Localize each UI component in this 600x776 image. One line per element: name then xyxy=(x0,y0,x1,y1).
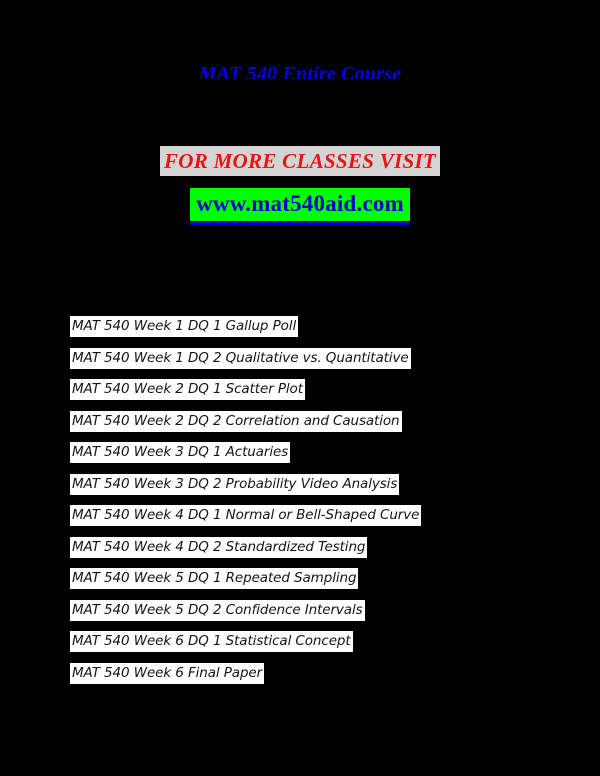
list-item-label: MAT 540 Week 2 DQ 2 Correlation and Caus… xyxy=(70,410,402,432)
promo-url-row: www.mat540aid.com xyxy=(0,188,600,225)
title-text: MAT 540 Entire Course xyxy=(198,63,402,85)
course-item-list: MAT 540 Week 1 DQ 1 Gallup Poll MAT 540 … xyxy=(70,310,530,688)
list-item: MAT 540 Week 5 DQ 1 Repeated Sampling xyxy=(70,562,530,594)
list-item-label: MAT 540 Week 3 DQ 2 Probability Video An… xyxy=(70,473,400,495)
list-item-label: MAT 540 Week 1 DQ 2 Qualitative vs. Quan… xyxy=(70,347,411,369)
list-item-label: MAT 540 Week 4 DQ 2 Standardized Testing xyxy=(70,536,368,558)
list-item: MAT 540 Week 1 DQ 1 Gallup Poll xyxy=(70,310,530,342)
list-item: MAT 540 Week 4 DQ 2 Standardized Testing xyxy=(70,531,530,563)
list-item: MAT 540 Week 5 DQ 2 Confidence Intervals xyxy=(70,594,530,626)
promo-heading-row: FOR MORE CLASSES VISIT xyxy=(0,146,600,176)
list-item-label: MAT 540 Week 6 Final Paper xyxy=(70,662,265,684)
list-item-label: MAT 540 Week 3 DQ 1 Actuaries xyxy=(70,442,291,463)
promo-url-text[interactable]: www.mat540aid.com xyxy=(196,191,404,216)
document-title: MAT 540 Entire Course xyxy=(0,62,600,96)
list-item-label: MAT 540 Week 5 DQ 2 Confidence Intervals xyxy=(70,599,365,621)
url-underline xyxy=(190,222,410,225)
list-item-label: MAT 540 Week 5 DQ 1 Repeated Sampling xyxy=(70,568,359,589)
list-item-label: MAT 540 Week 4 DQ 1 Normal or Bell-Shape… xyxy=(70,505,422,526)
list-item: MAT 540 Week 2 DQ 2 Correlation and Caus… xyxy=(70,405,530,437)
title-clip: MAT 540 Entire Course xyxy=(198,62,402,96)
promo-heading: FOR MORE CLASSES VISIT xyxy=(159,146,441,176)
list-item: MAT 540 Week 6 Final Paper xyxy=(70,657,530,689)
promo-url-highlight[interactable]: www.mat540aid.com xyxy=(190,188,410,225)
list-item: MAT 540 Week 4 DQ 1 Normal or Bell-Shape… xyxy=(70,499,530,531)
list-item-label: MAT 540 Week 6 DQ 1 Statistical Concept xyxy=(70,631,353,652)
list-item-label: MAT 540 Week 2 DQ 1 Scatter Plot xyxy=(70,379,305,400)
list-item: MAT 540 Week 3 DQ 2 Probability Video An… xyxy=(70,468,530,500)
list-item: MAT 540 Week 3 DQ 1 Actuaries xyxy=(70,436,530,468)
list-item: MAT 540 Week 1 DQ 2 Qualitative vs. Quan… xyxy=(70,342,530,374)
list-item: MAT 540 Week 6 DQ 1 Statistical Concept xyxy=(70,625,530,657)
list-item-label: MAT 540 Week 1 DQ 1 Gallup Poll xyxy=(70,316,299,337)
list-item: MAT 540 Week 2 DQ 1 Scatter Plot xyxy=(70,373,530,405)
